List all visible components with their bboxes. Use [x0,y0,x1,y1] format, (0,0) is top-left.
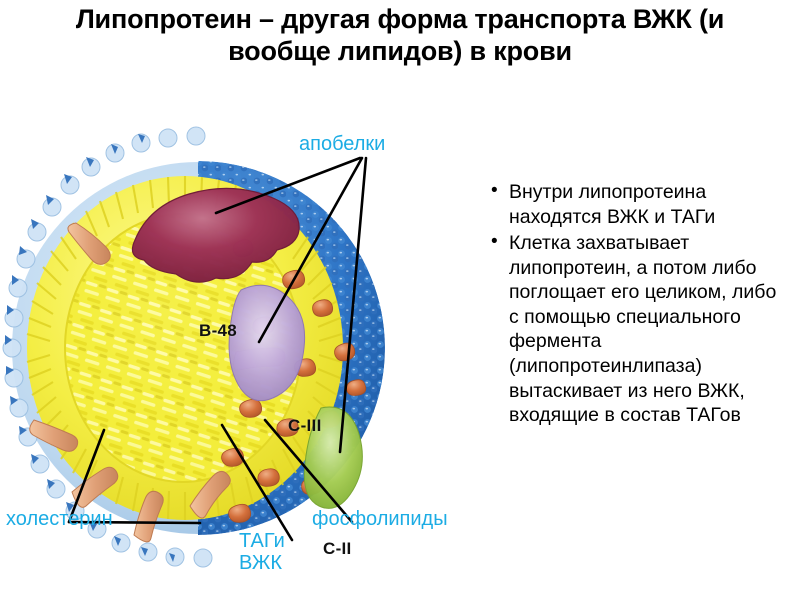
apoprotein-c2-label: C-II [323,539,352,558]
bullet-list: Внутри липопротеина находятся ВЖК и ТАГи… [487,179,787,430]
list-item: Клетка захватывает липопротеин, а потом … [487,230,787,428]
lipoprotein-illustration [2,126,385,568]
leader-cholesterol-1 [67,428,106,524]
callout-cholesterol: холестерин [6,508,113,530]
list-item: Внутри липопротеина находятся ВЖК и ТАГи [487,179,787,229]
apoprotein-c3 [228,284,306,402]
leader-cholesterol-2 [67,520,202,525]
apoprotein-b48-label: B-48 [199,321,238,340]
leader-apo-c2 [338,156,368,454]
leader-tag [220,423,294,542]
callout-triacylglycerols: ТАГи ВЖК [239,530,285,574]
leader-lines [67,156,368,542]
page-title: Липопротеин – другая форма транспорта ВЖ… [75,4,725,66]
lipoprotein-diagram: B-48 C-III C-II [0,120,470,600]
apoprotein-b48 [131,187,300,283]
callout-phospholipids: фосфолипиды [312,508,448,530]
leader-apo-b48 [214,156,362,215]
apoprotein-c3-label: C-III [288,416,322,435]
leader-apo-c3 [257,156,364,344]
leader-phospholipid [263,418,354,524]
rim-beads [2,126,213,568]
callout-apoproteins: апобелки [299,133,386,155]
